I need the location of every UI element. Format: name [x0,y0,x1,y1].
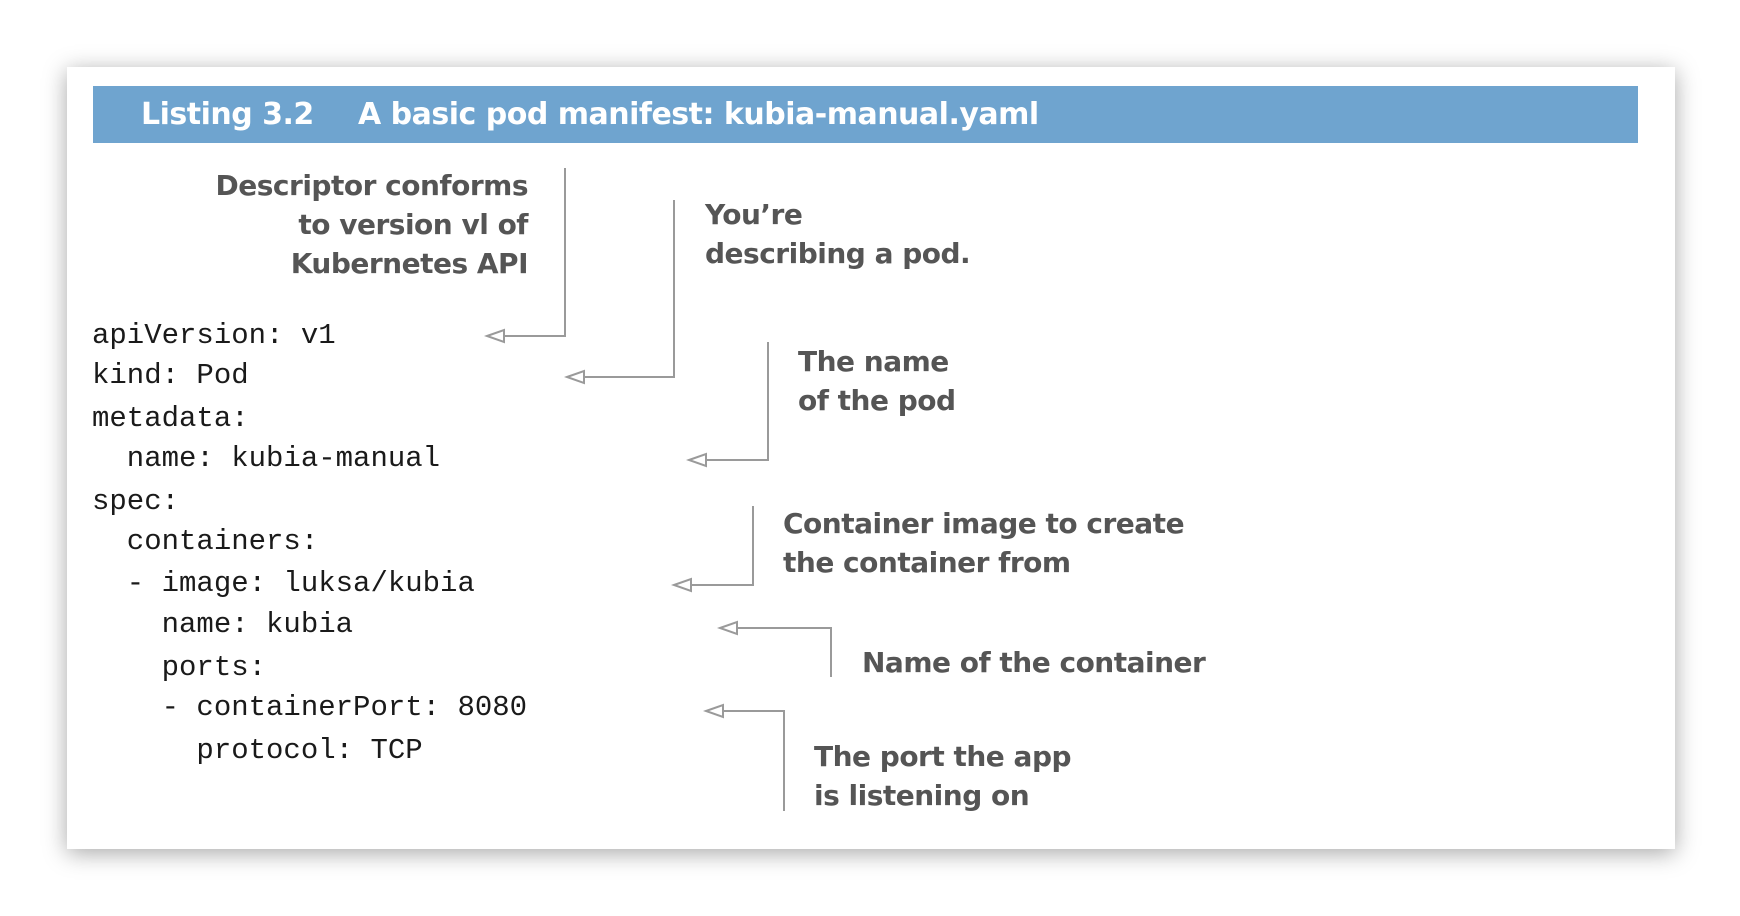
annotation-image: Container image to create the container … [783,504,1185,582]
annotation-kind: You’re describing a pod. [705,195,971,273]
annotation-line: You’re [705,198,803,231]
annotation-line: Name of the container [862,646,1206,679]
annotation-api-version: Descriptor conforms to version vl of Kub… [215,166,529,283]
annotation-line: The port the app [814,740,1072,773]
code-line-containerport: - containerPort: 8080 [92,691,528,724]
annotation-line: is listening on [814,779,1030,812]
code-line-container-name: name: kubia [92,608,354,641]
code-line-protocol: protocol: TCP [92,734,423,767]
annotation-line: Container image to create [783,507,1185,540]
code-line-ports: ports: [92,651,267,684]
callout-api-version [483,168,566,344]
annotation-pod-name: The name of the pod [798,342,956,420]
code-line-containers: containers: [92,525,319,558]
code-line-image: - image: luksa/kubia [92,567,475,600]
callout-port [702,703,785,811]
annotation-line: of the pod [798,384,956,417]
annotation-port: The port the app is listening on [814,737,1072,815]
listing-card [67,67,1675,849]
code-line-metadata-name: name: kubia-manual [92,442,441,475]
annotation-line: The name [798,345,949,378]
callout-pod-name [685,342,769,468]
listing-title: A basic pod manifest: kubia-manual.yaml [358,97,1039,132]
listing-header: Listing 3.2 A basic pod manifest: kubia-… [93,86,1638,143]
code-line-spec: spec: [92,485,180,518]
code-line-apiversion: apiVersion: v1 [92,319,336,352]
annotation-container-name: Name of the container [862,643,1206,682]
callout-kind [563,200,675,385]
annotation-line: Kubernetes API [290,247,529,280]
callout-image [670,506,754,593]
annotation-line: to version vl of [298,208,528,241]
callout-container-name [716,620,832,677]
annotation-line: Descriptor conforms [215,169,529,202]
code-line-metadata: metadata: [92,402,249,435]
code-line-kind: kind: Pod [92,359,249,392]
annotation-line: describing a pod. [705,237,971,270]
annotation-line: the container from [783,546,1071,579]
listing-number: Listing 3.2 [141,97,314,132]
